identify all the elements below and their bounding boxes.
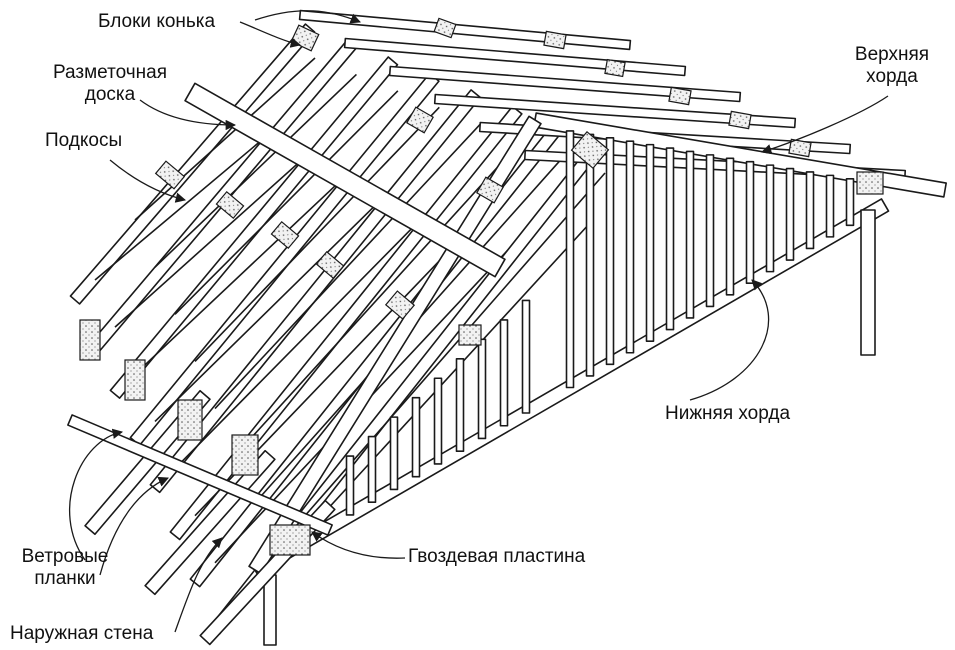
ridge-board xyxy=(388,65,742,103)
gable-stud xyxy=(665,147,675,331)
gable-stud xyxy=(433,377,443,465)
truss-brace xyxy=(154,73,357,268)
truss-top-chord xyxy=(109,56,399,399)
gable-stud xyxy=(725,157,735,296)
leader-arrow-icon xyxy=(174,537,223,633)
nail-plate-icon xyxy=(604,58,626,78)
gable-stud xyxy=(765,164,775,273)
nail-plate-icon xyxy=(458,324,482,346)
nail-plate-icon xyxy=(124,359,146,401)
truss-brace xyxy=(274,172,606,551)
leader-arrow-icon xyxy=(761,95,889,155)
label-top-chord-line1: Верхняя xyxy=(854,44,930,65)
leader-arrow-icon xyxy=(254,10,361,24)
label-marking-board-line2: доска xyxy=(84,84,136,105)
label-wind-battens-line2: планки xyxy=(34,568,96,589)
nail-plate-icon xyxy=(406,106,434,134)
wall-post xyxy=(263,574,277,646)
wall-post xyxy=(860,209,876,356)
nail-plate-icon xyxy=(215,190,245,220)
nail-plate-icon xyxy=(856,171,884,195)
nail-plate-icon xyxy=(177,399,203,441)
label-wind-battens: Ветровые планки xyxy=(10,546,120,590)
nail-plate-icon xyxy=(154,160,186,190)
gable-stud xyxy=(389,416,399,491)
gable-stud xyxy=(585,133,595,377)
gable-stud xyxy=(455,357,465,453)
nail-plate-icon xyxy=(570,130,610,170)
gable-stud xyxy=(825,174,835,238)
label-bottom-chord: Нижняя хорда xyxy=(665,403,791,424)
truss-structure xyxy=(67,9,947,646)
leader-arrow-icon xyxy=(99,476,169,576)
nail-plate-icon xyxy=(433,17,457,39)
gable-stud xyxy=(805,171,815,250)
gable-stud xyxy=(477,338,487,440)
gable-stud xyxy=(499,319,509,427)
nail-plate-icon xyxy=(270,220,300,250)
label-braces: Подкосы xyxy=(45,130,123,151)
truss-brace xyxy=(214,123,482,410)
nail-plate-icon xyxy=(728,110,752,130)
label-top-chord-line2: хорда xyxy=(866,66,918,87)
label-marking-board-line1: Разметочная xyxy=(53,62,167,83)
nail-plate-icon xyxy=(543,30,567,50)
nail-plate-icon xyxy=(384,290,416,320)
ridge-board xyxy=(433,93,797,129)
ridge-board xyxy=(343,37,687,77)
marking-board xyxy=(184,82,506,278)
gable-stud xyxy=(521,299,531,414)
leader-arrow-icon xyxy=(689,279,770,401)
gable-stud xyxy=(645,143,655,342)
gusset-plates xyxy=(79,17,884,556)
truss-brace xyxy=(234,139,523,457)
gable-stud xyxy=(705,154,715,308)
nail-plate-icon xyxy=(79,319,101,361)
gable-stud xyxy=(785,167,795,261)
nail-plate-icon xyxy=(269,524,311,556)
wind-batten-diagonal xyxy=(67,414,333,536)
gable-stud xyxy=(565,130,575,389)
label-gusset-plate: Гвоздевая пластина xyxy=(408,546,586,567)
truss-brace xyxy=(194,106,440,362)
truss-brace xyxy=(174,90,399,315)
gable-stud xyxy=(605,137,615,366)
gable-stud xyxy=(411,396,421,478)
gable-stud xyxy=(345,455,355,516)
leader-arrow-icon xyxy=(139,99,237,131)
gable-stud xyxy=(367,435,377,504)
nail-plate-icon xyxy=(315,250,345,280)
label-wind-battens-line1: Ветровые xyxy=(21,546,109,567)
leader-arrow-icon xyxy=(311,531,406,559)
leader-arrow-icon xyxy=(109,159,187,203)
nail-plate-icon xyxy=(476,176,504,204)
gable-stud xyxy=(745,160,755,285)
nail-plate-icon xyxy=(231,434,259,476)
leader-arrows xyxy=(69,10,889,633)
label-marking-board: Разметочная доска xyxy=(40,62,180,106)
gable-stud xyxy=(685,150,695,319)
label-outer-wall: Наружная стена xyxy=(10,623,154,644)
nail-plate-icon xyxy=(668,86,692,106)
leader-arrow-icon xyxy=(69,428,124,561)
leader-arrow-icon xyxy=(239,21,302,48)
truss-top-chord xyxy=(149,89,482,494)
gable-stud xyxy=(625,140,635,354)
nail-plate-icon xyxy=(788,138,812,158)
label-top-chord: Верхняя хорда xyxy=(842,44,942,88)
label-ridge-blocks: Блоки конька xyxy=(98,11,216,32)
gable-stud xyxy=(845,177,855,227)
